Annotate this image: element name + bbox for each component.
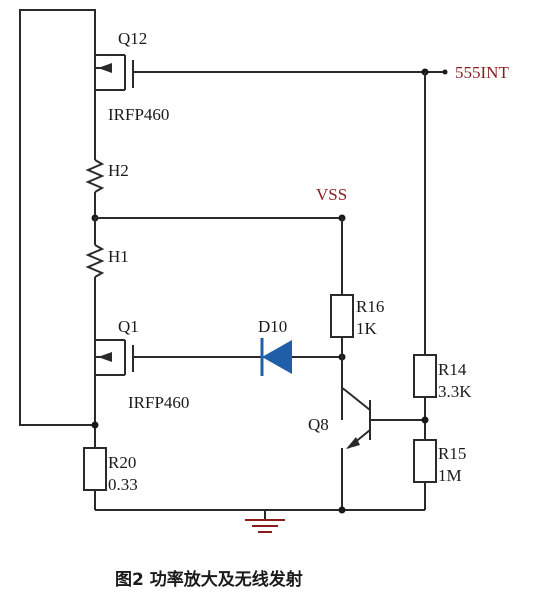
d10-name: D10 [258,317,287,336]
r15-name: R15 [438,444,466,463]
left-loop-wire [19,9,96,426]
d10-diode [260,338,292,376]
h2-name: H2 [108,161,129,180]
r15-value: 1M [438,466,462,485]
r16-resistor [330,294,354,338]
ground-symbol [245,510,285,533]
q12-name: Q12 [118,29,147,48]
r20-resistor [83,447,107,491]
r20-name: R20 [108,453,136,472]
q1-mosfet [94,330,134,376]
q12-mosfet [94,54,134,91]
q8-transistor [344,389,425,449]
r16-name: R16 [356,297,384,316]
r15-resistor [413,439,437,483]
q1-part: IRFP460 [128,393,189,412]
r14-name: R14 [438,360,467,379]
figure-caption: 图2 功率放大及无线发射 [115,569,303,590]
q12-part: IRFP460 [108,105,169,124]
h1-inductor [85,244,105,278]
r14-value: 3.3K [438,382,472,401]
int555-label: 555INT [455,63,509,82]
q1-name: Q1 [118,317,139,336]
q8-name: Q8 [308,415,329,434]
r20-value: 0.33 [108,475,138,494]
h2-inductor [85,159,105,193]
r16-value: 1K [356,319,378,338]
h1-name: H1 [108,247,129,266]
vss-label: VSS [316,185,347,204]
r14-resistor [413,354,437,398]
